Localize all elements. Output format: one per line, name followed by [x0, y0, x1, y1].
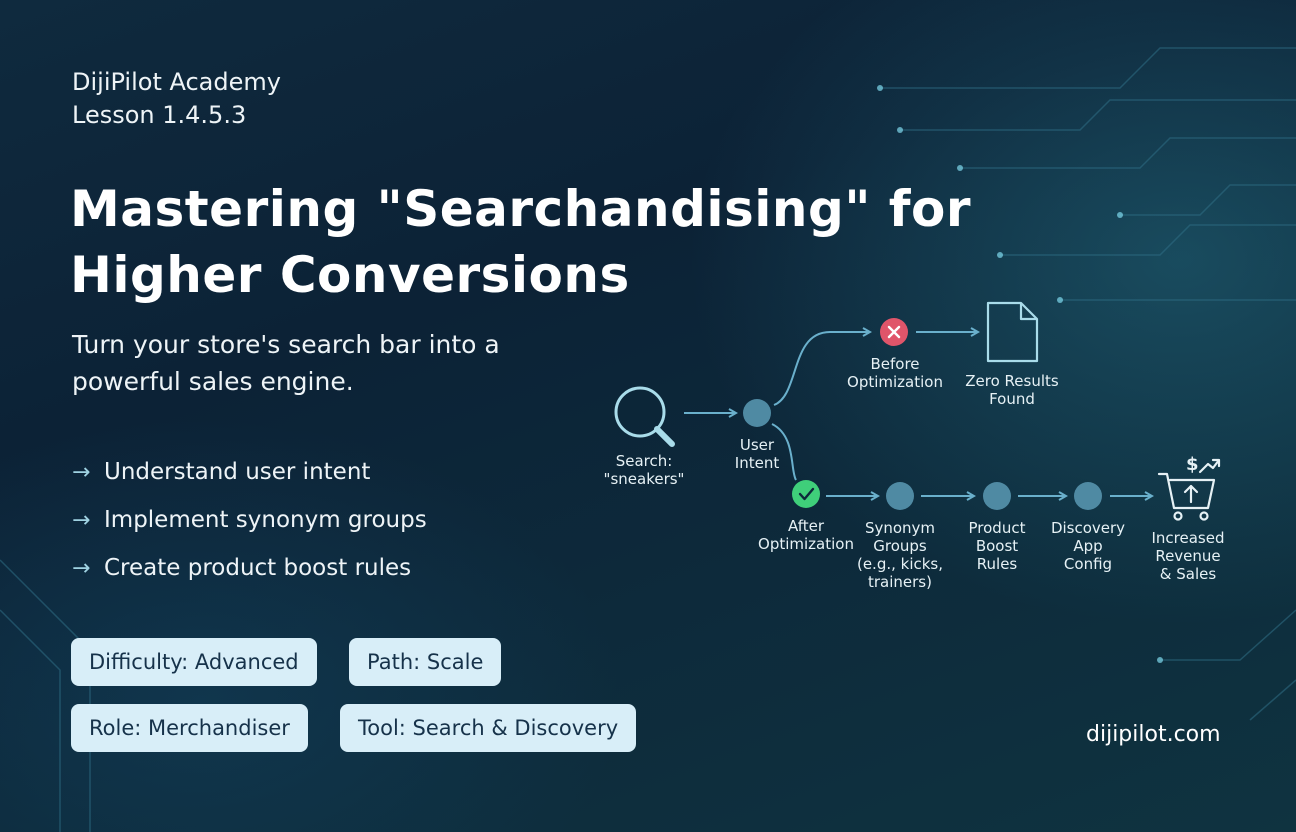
discovery-node — [1074, 482, 1102, 510]
learning-point-label: Understand user intent — [104, 459, 371, 485]
role-tag: Role: Merchandiser — [71, 704, 308, 752]
learning-point-label: Implement synonym groups — [104, 507, 427, 533]
learning-points: → Understand user intent → Implement syn… — [72, 448, 427, 592]
svg-text:$: $ — [1186, 454, 1199, 475]
learning-point-label: Create product boost rules — [104, 555, 412, 581]
discovery-label-1: Discovery — [1051, 519, 1125, 537]
synonym-node — [886, 482, 914, 510]
title-line-2: Higher Conversions — [70, 246, 630, 304]
synonym-label-3: (e.g., kicks, — [857, 555, 943, 573]
arrow-right-icon: → — [72, 459, 91, 485]
document-icon — [986, 301, 1039, 363]
before-label-1: Before — [870, 355, 919, 373]
title-line-1: Mastering "Searchandising" for — [70, 180, 972, 238]
boost-label-2: Boost — [976, 537, 1018, 555]
after-label-1: After — [788, 517, 825, 535]
page-title: Mastering "Searchandising" for Higher Co… — [70, 176, 1030, 308]
revenue-label-2: Revenue — [1155, 547, 1220, 565]
arrow-right-icon: → — [72, 507, 91, 533]
before-label-2: Optimization — [847, 373, 943, 391]
learning-point: → Understand user intent — [72, 448, 427, 496]
x-icon — [880, 318, 908, 346]
lesson-number: Lesson 1.4.5.3 — [72, 101, 247, 129]
arrow-right-icon: → — [72, 555, 91, 581]
learning-point: → Create product boost rules — [72, 544, 427, 592]
academy-name: DijiPilot Academy — [72, 68, 281, 96]
search-label-1: Search: — [616, 452, 673, 470]
intent-label-2: Intent — [735, 454, 780, 472]
synonym-label-4: trainers) — [868, 573, 932, 591]
synonym-label-2: Groups — [873, 537, 927, 555]
revenue-label-3: & Sales — [1160, 565, 1217, 583]
tool-tag: Tool: Search & Discovery — [340, 704, 637, 752]
path-tag: Path: Scale — [349, 638, 502, 686]
discovery-label-3: Config — [1064, 555, 1112, 573]
site-url: dijipilot.com — [1086, 722, 1221, 747]
flow-connector — [771, 423, 797, 481]
subtitle: Turn your store's search bar into a powe… — [72, 326, 592, 400]
zero-results-label-2: Found — [989, 390, 1035, 408]
search-label-2: "sneakers" — [604, 470, 685, 488]
revenue-label-1: Increased — [1151, 529, 1224, 547]
discovery-label-2: App — [1073, 537, 1102, 555]
intent-label-1: User — [740, 436, 775, 454]
cart-dollar-icon: $ — [1157, 454, 1221, 521]
magnifier-icon — [614, 386, 675, 447]
intent-node — [743, 399, 771, 427]
zero-results-label-1: Zero Results — [965, 372, 1059, 390]
boost-label-3: Rules — [977, 555, 1018, 573]
subtitle-line-2: powerful sales engine. — [72, 367, 354, 396]
learning-point: → Implement synonym groups — [72, 496, 427, 544]
subtitle-line-1: Turn your store's search bar into a — [72, 330, 500, 359]
after-label-2: Optimization — [758, 535, 854, 553]
boost-label-1: Product — [969, 519, 1026, 537]
boost-node — [983, 482, 1011, 510]
flow-arrow — [773, 332, 870, 406]
difficulty-tag: Difficulty: Advanced — [71, 638, 317, 686]
check-icon — [792, 480, 820, 508]
academy-header: DijiPilot Academy Lesson 1.4.5.3 — [72, 66, 281, 132]
synonym-label-1: Synonym — [865, 519, 935, 537]
